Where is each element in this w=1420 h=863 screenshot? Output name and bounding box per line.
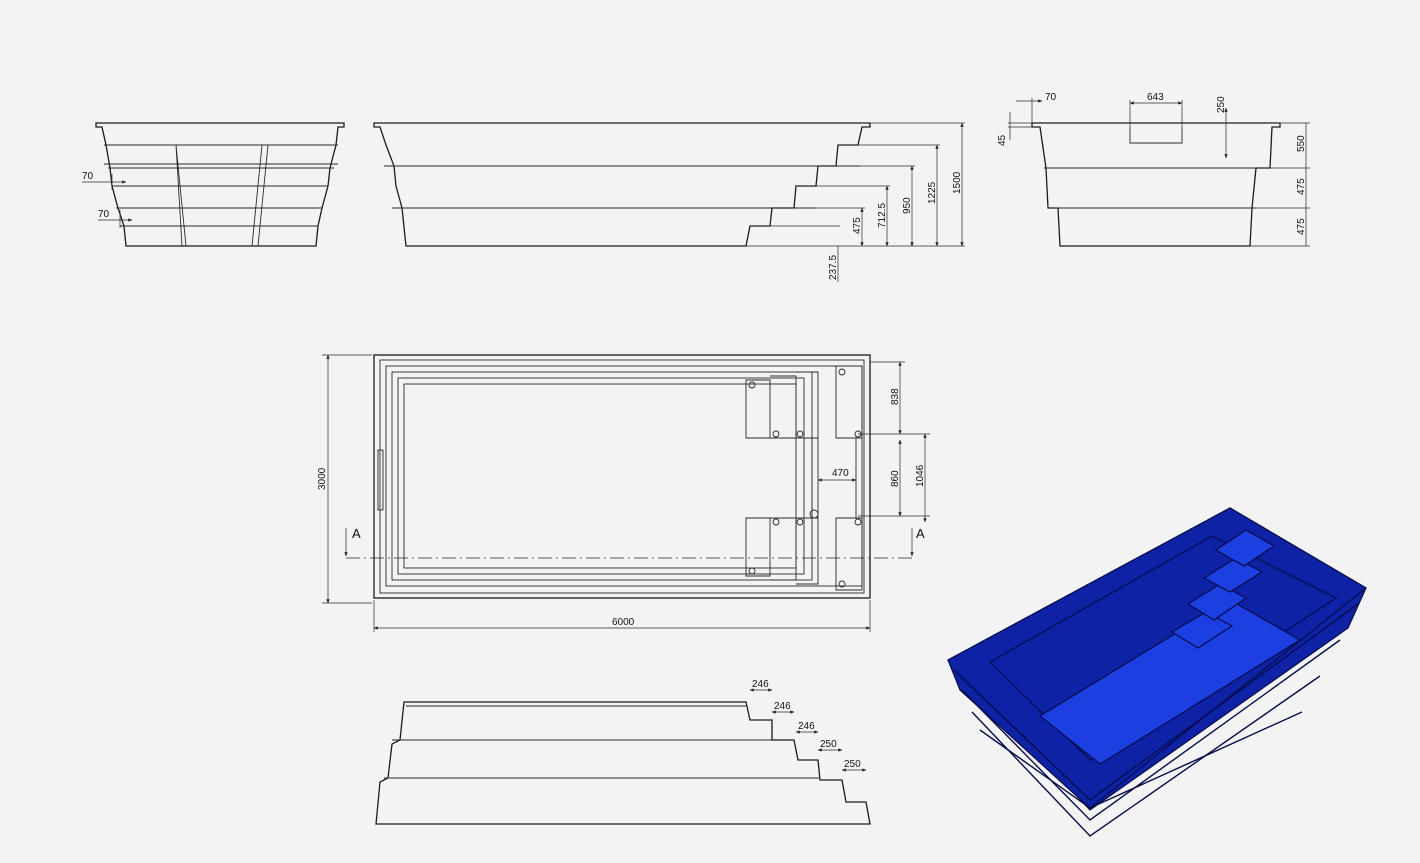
- side-view-dim: 70: [98, 209, 110, 220]
- long-section-view: 475 712.5 950 1225 1500 237.5: [373, 122, 965, 282]
- step-dim: 250: [844, 759, 861, 770]
- long-section-dim: 1225: [927, 181, 938, 204]
- long-section-dim: 475: [852, 217, 863, 234]
- steps-detail-view: 246 246 246 250 250: [375, 679, 871, 825]
- skimmer-slot: [377, 449, 384, 511]
- end-section-dim: 643: [1147, 92, 1164, 103]
- end-section-dim: 550: [1296, 135, 1307, 152]
- end-section-dim: 45: [997, 134, 1008, 146]
- long-section-outline: [373, 122, 871, 247]
- render-edge: [961, 639, 1341, 821]
- plan-width-dim: 3000: [317, 467, 328, 490]
- side-view-outline: [95, 122, 345, 247]
- plan-dim: 860: [890, 470, 901, 487]
- long-section-dim: 712.5: [877, 203, 888, 228]
- end-section-dim: 70: [1045, 92, 1057, 103]
- section-label-left: A: [352, 526, 361, 541]
- steps-detail-outline: [375, 701, 871, 825]
- step-dim: 246: [774, 701, 791, 712]
- plan-dim: 1046: [915, 464, 926, 487]
- long-section-dim: 1500: [952, 171, 963, 194]
- end-section-dim: 250: [1216, 96, 1227, 113]
- render-step-4: [1214, 529, 1276, 567]
- plan-steps-bottom: [745, 509, 863, 591]
- render-edge: [979, 711, 1303, 809]
- render-basin-floor: [1038, 599, 1302, 765]
- side-view: 70 70: [82, 122, 345, 247]
- step-dim: 246: [752, 679, 769, 690]
- render-edge: [971, 675, 1321, 837]
- render-step-2: [1186, 583, 1248, 621]
- end-section-outline: [1031, 122, 1281, 247]
- render-step-3: [1202, 557, 1264, 593]
- plan-outer-edge: [373, 354, 871, 599]
- long-section-dim: 237.5: [828, 255, 839, 280]
- plan-steps-top: [745, 365, 863, 439]
- section-label-right: A: [916, 526, 925, 541]
- step-dim: 250: [820, 739, 837, 750]
- long-section-dim: 950: [902, 197, 913, 214]
- end-section-view: 643 250 70 45 550 475 475: [997, 92, 1310, 247]
- end-section-dim: 475: [1296, 218, 1307, 235]
- plan-length-dim: 6000: [612, 617, 635, 628]
- pool-3d-render: [947, 507, 1368, 837]
- plan-view: A A 6000 3000 470 838 860 1046: [317, 354, 930, 632]
- end-section-dim: 475: [1296, 178, 1307, 195]
- plan-step-depth-dim: 470: [832, 468, 849, 479]
- render-step-1: [1170, 611, 1234, 649]
- plan-dim: 838: [890, 388, 901, 405]
- side-view-dim: 70: [82, 171, 94, 182]
- render-edge: [953, 603, 1359, 801]
- step-dim: 246: [798, 721, 815, 732]
